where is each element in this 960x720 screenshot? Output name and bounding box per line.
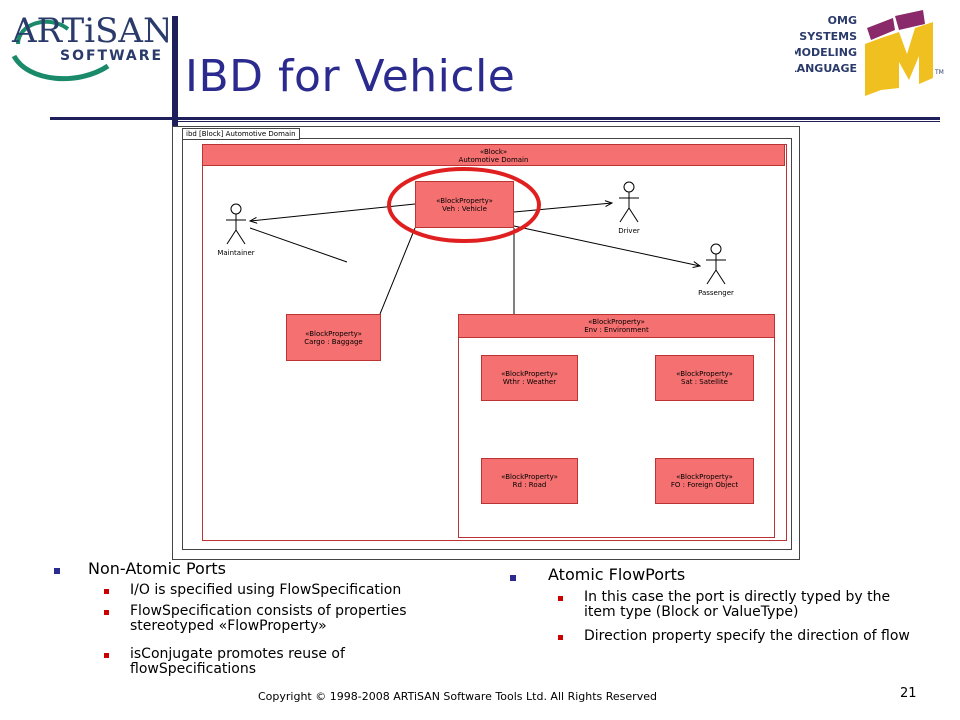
footer-copyright: Copyright © 1998-2008 ARTiSAN Software T…: [258, 690, 657, 703]
domain-stereotype: «Block»: [479, 148, 508, 156]
part-foreign-object-name: FO : Foreign Object: [670, 481, 739, 489]
part-cargo-name: Cargo : Baggage: [304, 337, 363, 346]
part-foreign-object-stereotype: «BlockProperty»: [676, 473, 733, 481]
sub-bullet-icon: [104, 589, 109, 594]
part-environment-name: Env : Environment: [584, 326, 649, 334]
connector-vehicle-passenger: [513, 225, 700, 266]
part-foreign-object: «BlockProperty» FO : Foreign Object: [655, 458, 754, 504]
ibd-inner-frame: [182, 138, 792, 550]
connector-vehicle-cargo: [379, 227, 416, 315]
logo-text-software: SOFTWARE: [60, 48, 163, 64]
sub-bullet-icon: [558, 635, 563, 640]
sub-bullet-icon: [104, 610, 109, 615]
highlight-ellipse: [387, 167, 541, 243]
part-weather-stereotype: «BlockProperty»: [501, 370, 558, 378]
passenger-actor-icon: [706, 243, 726, 285]
actor-maintainer-label: Maintainer: [217, 249, 255, 257]
connector-vehicle-driver: [513, 203, 612, 213]
sub-bullet-icon: [104, 653, 109, 658]
maintainer-actor-icon: [226, 203, 246, 245]
sub-bullet-icon: [558, 596, 563, 601]
logo-line-omg: OMG: [828, 14, 857, 27]
connector-aux: [249, 227, 348, 263]
ibd-frame-label: ibd [Block] Automotive Domain: [182, 128, 300, 140]
part-road: «BlockProperty» Rd : Road: [481, 458, 578, 504]
part-cargo: «BlockProperty» Cargo : Baggage: [286, 314, 381, 361]
logo-line-systems: SYSTEMS: [799, 30, 857, 43]
part-satellite: «BlockProperty» Sat : Satellite: [655, 355, 754, 401]
artisan-logo: ARTiSAN SOFTWARE: [8, 4, 173, 84]
page-title: IBD for Vehicle: [185, 51, 516, 102]
title-underline-thin: [178, 121, 940, 122]
part-vehicle-stereotype: «BlockProperty»: [436, 196, 493, 205]
part-satellite-stereotype: «BlockProperty»: [676, 370, 733, 378]
logo-line-language: LANGUAGE: [795, 62, 857, 75]
logo-tm: TM: [934, 69, 944, 76]
part-satellite-name: Sat : Satellite: [681, 378, 728, 386]
title-underline: [50, 117, 940, 120]
sysml-mark-icon: TM: [865, 10, 944, 96]
bullet-square-icon: [510, 575, 516, 581]
bullet-square-icon: [54, 568, 60, 574]
left-bullet-heading: Non-Atomic Ports: [88, 559, 227, 578]
logo-swoosh: [11, 54, 110, 82]
part-environment-header: «BlockProperty» Env : Environment: [458, 314, 775, 338]
left-bullet-item: FlowSpecification consists of properties…: [130, 603, 407, 634]
omg-sysml-logo: OMG SYSTEMS MODELING LANGUAGE TM: [790, 10, 945, 110]
right-bullet-heading: Atomic FlowPorts: [548, 565, 686, 584]
logo-line-modeling: MODELING: [795, 46, 857, 59]
part-environment-block: [458, 314, 775, 538]
left-bullet-item: isConjugate promotes reuse of flowSpecif…: [130, 646, 345, 677]
title-vertical-bar: [172, 16, 178, 128]
part-weather: «BlockProperty» Wthr : Weather: [481, 355, 578, 401]
page-number: 21: [900, 686, 917, 701]
part-road-name: Rd : Road: [512, 481, 547, 489]
right-bullet-item: Direction property specify the direction…: [584, 628, 910, 644]
driver-actor-icon: [619, 181, 639, 223]
part-vehicle: «BlockProperty» Veh : Vehicle: [415, 181, 514, 228]
logo-text-artisan: ARTiSAN: [11, 11, 168, 51]
left-bullet-item: I/O is specified using FlowSpecification: [130, 582, 402, 598]
domain-name: Automotive Domain: [458, 156, 529, 164]
automotive-domain-header: «Block» Automotive Domain: [202, 144, 785, 166]
actor-driver-label: Driver: [618, 227, 640, 235]
actor-passenger-label: Passenger: [698, 289, 734, 297]
part-road-stereotype: «BlockProperty»: [501, 473, 558, 481]
part-vehicle-name: Veh : Vehicle: [442, 204, 487, 213]
right-bullet-item: In this case the port is directly typed …: [584, 589, 891, 620]
part-weather-name: Wthr : Weather: [502, 378, 557, 386]
part-cargo-stereotype: «BlockProperty»: [305, 329, 362, 338]
part-environment-stereotype: «BlockProperty»: [588, 318, 645, 326]
